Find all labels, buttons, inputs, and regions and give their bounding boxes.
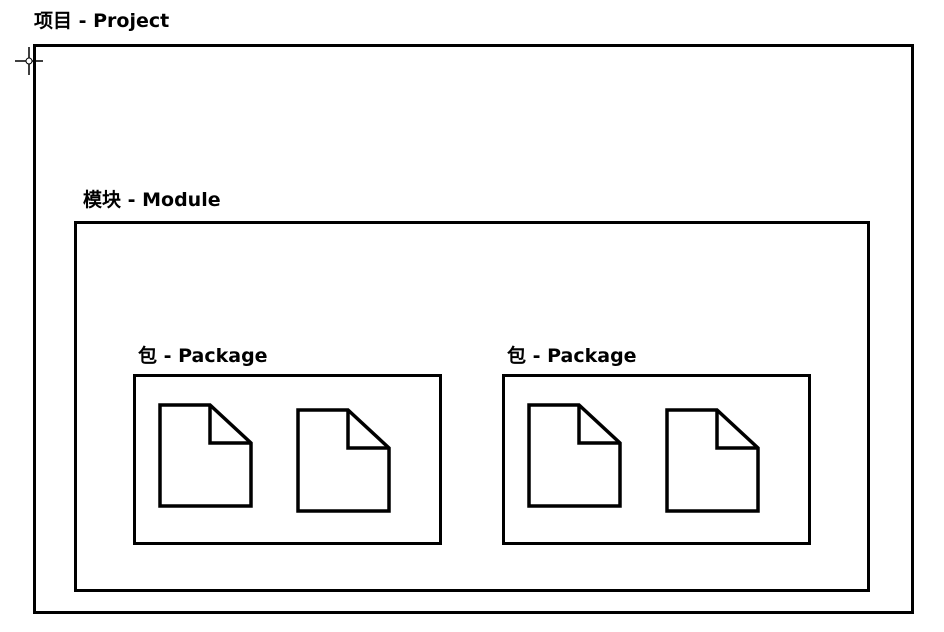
module-label: 模块 - Module — [83, 189, 221, 211]
file-icon — [158, 403, 253, 508]
project-box — [33, 44, 914, 614]
file-icon — [296, 408, 391, 513]
package-label: 包 - Package — [507, 345, 637, 367]
crosshair-cursor-icon — [15, 47, 43, 75]
package-box — [133, 374, 442, 545]
package-box — [502, 374, 811, 545]
project-label: 项目 - Project — [34, 10, 170, 32]
file-icon — [665, 408, 760, 513]
package-label: 包 - Package — [138, 345, 268, 367]
file-icon — [527, 403, 622, 508]
module-box — [74, 221, 870, 592]
